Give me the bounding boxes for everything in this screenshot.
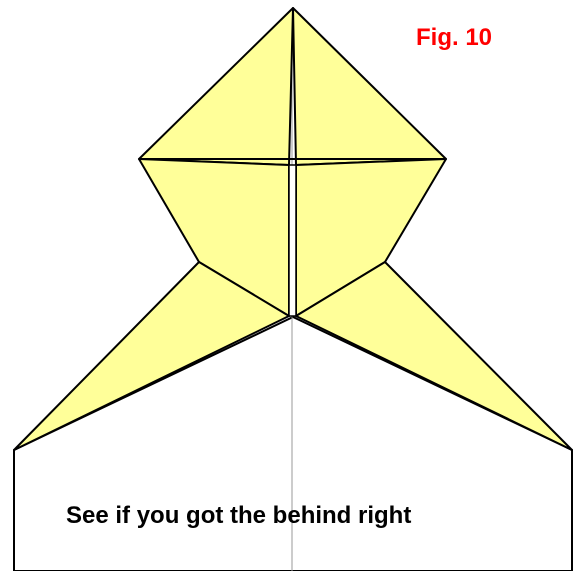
figure-number-label: Fig. 10 [416,24,492,52]
diagram-caption: See if you got the behind right [66,502,411,530]
center-strip [289,165,296,316]
top-flap-left [139,8,293,165]
white-body-panel [14,317,572,571]
